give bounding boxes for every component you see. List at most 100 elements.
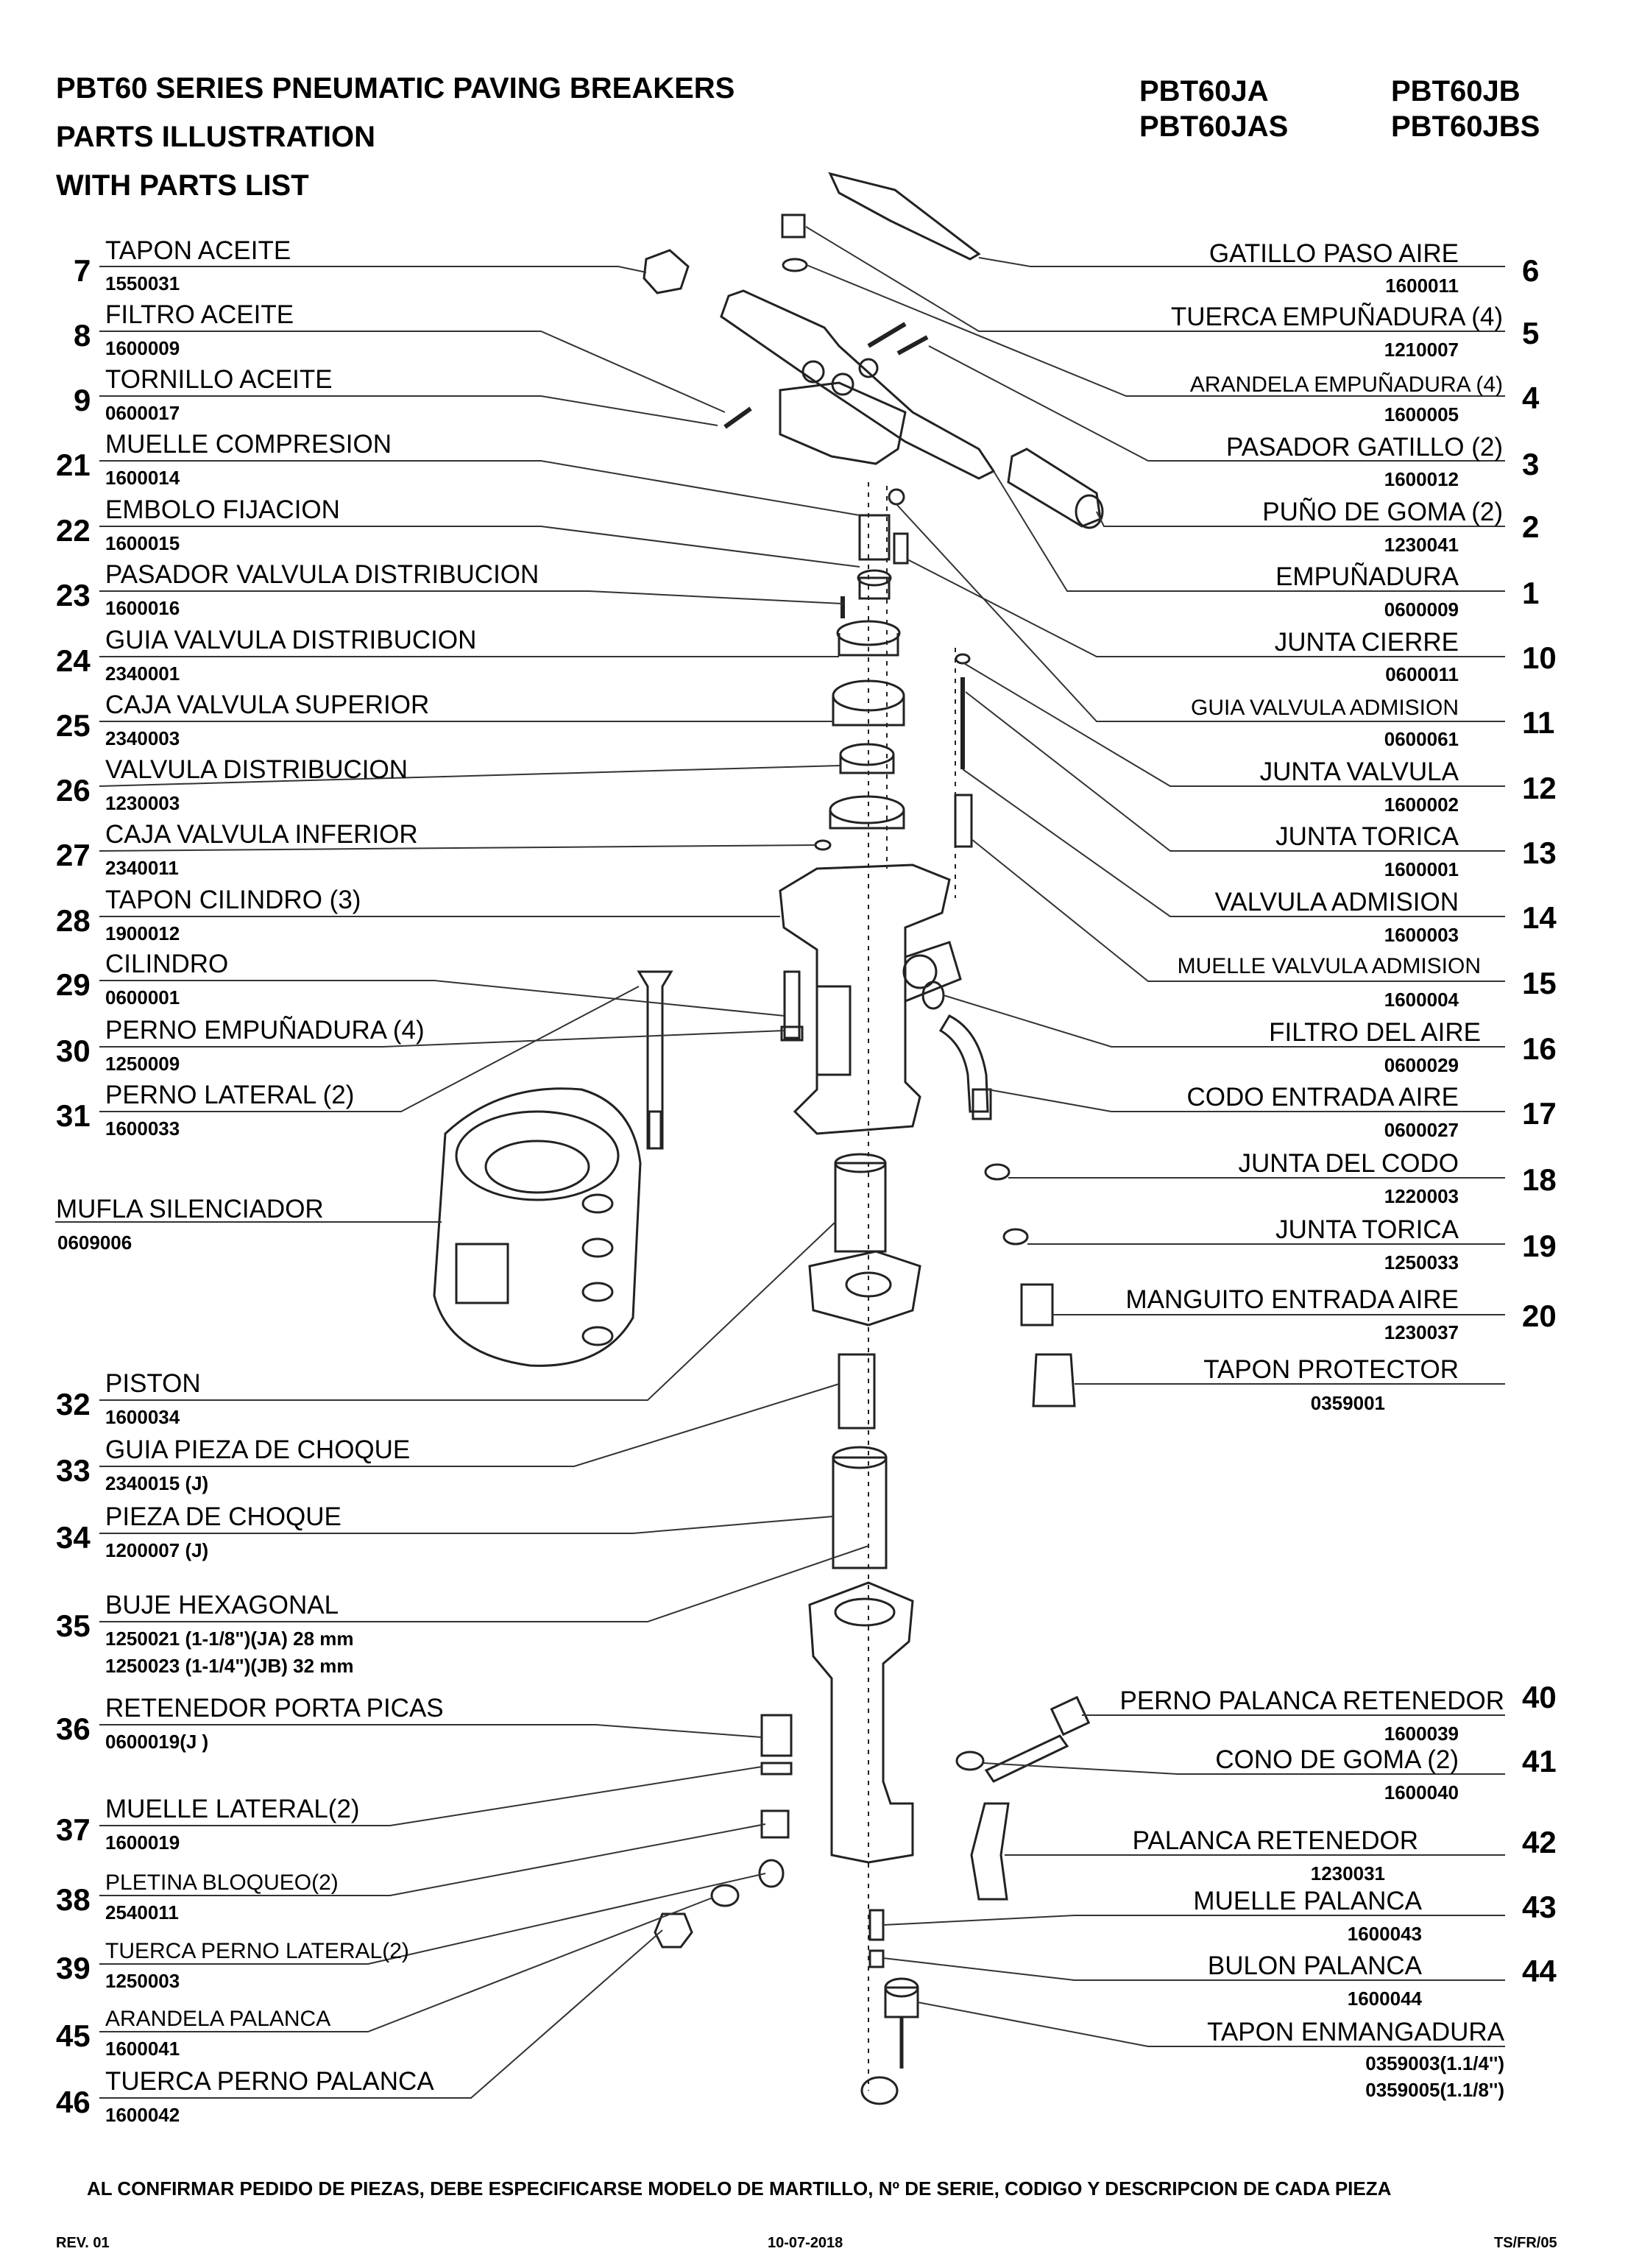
part-description: ARANDELA PALANCA bbox=[105, 2007, 331, 2031]
retainer-lever-drawing bbox=[970, 1802, 1010, 1901]
front-head-drawing bbox=[808, 1581, 914, 1864]
part-code: 1600042 bbox=[105, 2104, 180, 2126]
part-number: 26 bbox=[56, 773, 91, 808]
part-number: 20 bbox=[1522, 1299, 1557, 1333]
document-reference: TS/FR/05 bbox=[1494, 2235, 1557, 2251]
part-number: 34 bbox=[56, 1520, 91, 1555]
part-description: MUELLE COMPRESION bbox=[105, 430, 392, 459]
part-number: 22 bbox=[56, 513, 91, 548]
part-number: 31 bbox=[56, 1098, 91, 1133]
part-code: 1600043 bbox=[1347, 1923, 1422, 1945]
part-number: 41 bbox=[1522, 1744, 1557, 1778]
part-number: 23 bbox=[56, 578, 91, 612]
part-code: 1250003 bbox=[105, 1970, 180, 1992]
upper-valve-box-drawing bbox=[832, 679, 905, 712]
part-number: 13 bbox=[1522, 836, 1557, 870]
part-code: 0600011 bbox=[1385, 663, 1459, 685]
part-code: 1600016 bbox=[105, 597, 180, 619]
part-number: 27 bbox=[56, 838, 91, 872]
part-number: 15 bbox=[1522, 966, 1557, 1000]
chisel-plug-drawing bbox=[860, 2076, 899, 2105]
part-code: 1600015 bbox=[105, 532, 180, 554]
part-description: PASADOR VALVULA DISTRIBUCION bbox=[105, 560, 539, 589]
part-code: 1600040 bbox=[1384, 1781, 1459, 1804]
lever-bolt-drawing bbox=[984, 1734, 1069, 1783]
part-code: 0600019(J ) bbox=[105, 1731, 209, 1753]
inlet-elbow-drawing bbox=[938, 1014, 989, 1113]
part-description: GUIA VALVULA ADMISION bbox=[1190, 696, 1459, 720]
part-code: 0600061 bbox=[1384, 728, 1459, 750]
part-code: 1220003 bbox=[1384, 1185, 1459, 1207]
part-code: 1250033 bbox=[1384, 1251, 1459, 1273]
document-date: 10-07-2018 bbox=[768, 2235, 843, 2251]
part-number: 21 bbox=[56, 448, 91, 482]
part-number: 35 bbox=[56, 1608, 91, 1643]
part-description: BUJE HEXAGONAL bbox=[105, 1591, 339, 1619]
part-description: FILTRO DEL AIRE bbox=[1269, 1018, 1481, 1047]
part-number: 6 bbox=[1522, 253, 1540, 288]
part-code: 1230037 bbox=[1384, 1321, 1459, 1343]
part-description: CAJA VALVULA INFERIOR bbox=[105, 820, 418, 849]
title-line-1: PBT60 SERIES PNEUMATIC PAVING BREAKERS bbox=[56, 72, 735, 105]
part-description: JUNTA TORICA bbox=[1275, 822, 1459, 851]
part-description: CONO DE GOMA (2) bbox=[1215, 1745, 1459, 1774]
model-pbt60jb: PBT60JB bbox=[1391, 75, 1521, 107]
part-code: 1230031 bbox=[1310, 1862, 1385, 1884]
rubber-grip-drawing bbox=[1007, 448, 1102, 528]
part-code-alt: 1250023 (1-1/4")(JB) 32 mm bbox=[105, 1655, 354, 1677]
part-description: TUERCA PERNO PALANCA bbox=[105, 2067, 434, 2096]
part-description: CILINDRO bbox=[105, 950, 229, 978]
model-pbt60jbs: PBT60JBS bbox=[1391, 110, 1540, 143]
part-description: JUNTA VALVULA bbox=[1259, 757, 1459, 786]
part-description: BULON PALANCA bbox=[1207, 1951, 1422, 1980]
silencer-muffler-drawing bbox=[433, 1087, 642, 1367]
part-description: JUNTA CIERRE bbox=[1274, 628, 1459, 657]
part-code: 1600003 bbox=[1384, 924, 1459, 946]
part-code: 1600039 bbox=[1384, 1723, 1459, 1745]
part-code: 0359003(1.1/4'') bbox=[1365, 2052, 1504, 2074]
model-pbt60jas: PBT60JAS bbox=[1139, 110, 1289, 143]
part-description: JUNTA DEL CODO bbox=[1238, 1149, 1459, 1178]
part-description: EMBOLO FIJACION bbox=[105, 495, 340, 524]
part-description: TAPON CILINDRO (3) bbox=[105, 886, 361, 914]
part-number: 19 bbox=[1522, 1229, 1557, 1263]
part-code: 1230003 bbox=[105, 792, 180, 814]
inlet-valve-spring-drawing bbox=[954, 794, 973, 848]
part-description: PERNO EMPUÑADURA (4) bbox=[105, 1016, 425, 1045]
part-code: 1230041 bbox=[1384, 534, 1459, 556]
part-code: 1600009 bbox=[105, 337, 180, 359]
part-number: 32 bbox=[56, 1387, 91, 1421]
part-description: PERNO LATERAL (2) bbox=[105, 1081, 355, 1109]
part-code: 1600014 bbox=[105, 467, 180, 489]
part-description: VALVULA DISTRIBUCION bbox=[105, 755, 408, 784]
part-code: 1600011 bbox=[1385, 275, 1459, 297]
part-number: 30 bbox=[56, 1034, 91, 1068]
part-number: 1 bbox=[1522, 576, 1540, 610]
order-note: AL CONFIRMAR PEDIDO DE PIEZAS, DEBE ESPE… bbox=[87, 2177, 1392, 2200]
part-code: 1550031 bbox=[105, 272, 180, 294]
part-code: 1600001 bbox=[1384, 858, 1459, 880]
part-code: 0600027 bbox=[1384, 1119, 1459, 1141]
part-number: 16 bbox=[1522, 1031, 1557, 1066]
part-code: 1200007 (J) bbox=[105, 1539, 209, 1561]
lower-valve-box-drawing bbox=[829, 795, 905, 824]
part-number: 39 bbox=[56, 1951, 91, 1985]
part-description: TUERCA PERNO LATERAL(2) bbox=[105, 1939, 409, 1963]
part-code: 1250009 bbox=[105, 1053, 180, 1075]
part-code: 1600034 bbox=[105, 1406, 180, 1428]
part-number: 37 bbox=[56, 1812, 91, 1847]
part-number: 2 bbox=[1522, 509, 1540, 544]
part-number: 17 bbox=[1522, 1096, 1557, 1131]
part-code: 1600041 bbox=[105, 2038, 180, 2060]
handle-body-drawing bbox=[779, 381, 907, 465]
part-number: 9 bbox=[74, 383, 91, 417]
part-number: 7 bbox=[74, 253, 91, 288]
part-number: 25 bbox=[56, 708, 91, 743]
part-description: PERNO PALANCA RETENEDOR bbox=[1119, 1686, 1504, 1715]
part-code: 0609006 bbox=[57, 1232, 132, 1254]
part-number: 24 bbox=[56, 643, 91, 678]
part-description: GATILLO PASO AIRE bbox=[1208, 239, 1459, 268]
part-code: 0600009 bbox=[1384, 598, 1459, 621]
part-code: 2340003 bbox=[105, 727, 180, 749]
